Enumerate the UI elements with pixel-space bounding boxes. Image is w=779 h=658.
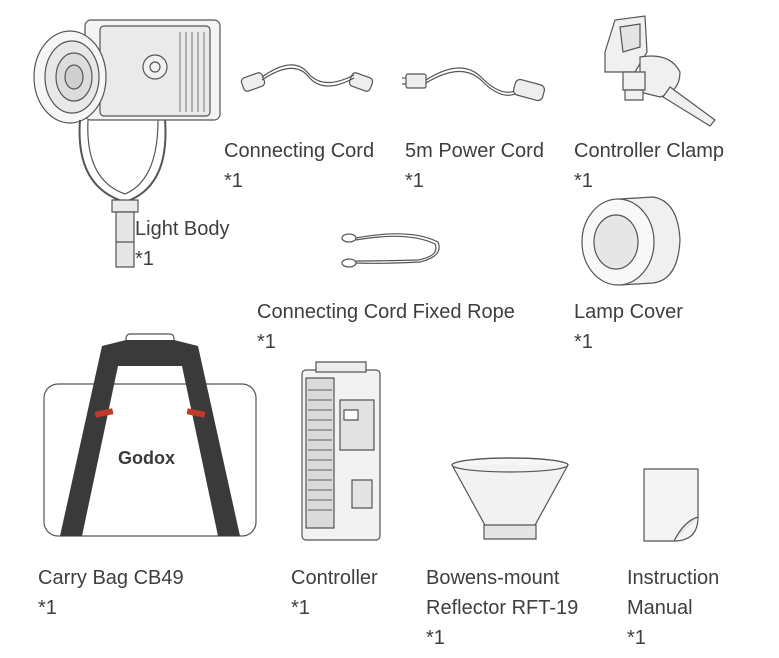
item-label: Lamp Cover [574,301,683,323]
item-quantity: *1 [224,170,243,192]
manual-illustration [640,465,705,545]
item-label-line2: Manual [627,597,693,619]
item-quantity: *1 [38,597,57,619]
lamp-cover-illustration [578,195,688,290]
bag-logo: Godox [118,448,175,468]
item-label: Controller [291,567,378,589]
light-body-illustration [30,12,230,277]
item-label-line2: Reflector RFT-19 [426,597,579,619]
item-label: Light Body [135,218,230,240]
controller-clamp-illustration [585,12,725,132]
reflector-illustration [448,455,573,545]
item-quantity: *1 [257,331,276,353]
connecting-cord-illustration [238,55,378,100]
item-quantity: *1 [291,597,310,619]
item-label: Controller Clamp [574,140,725,162]
fixed-rope-illustration [340,228,445,273]
item-quantity: *1 [574,170,593,192]
item-quantity: *1 [405,170,424,192]
item-quantity: *1 [135,248,154,270]
item-quantity: *1 [627,627,646,649]
carry-bag-illustration [40,332,260,542]
power-cord-illustration [402,62,552,112]
item-quantity: *1 [574,331,593,353]
item-label: 5m Power Cord [405,140,544,162]
item-quantity: *1 [426,627,445,649]
controller-illustration [296,360,386,545]
item-label: Connecting Cord Fixed Rope [257,301,515,323]
item-label-line1: Instruction [627,567,720,589]
item-label: Connecting Cord [224,140,375,162]
item-label: Carry Bag CB49 [38,567,184,589]
item-label-line1: Bowens-mount [426,567,560,589]
